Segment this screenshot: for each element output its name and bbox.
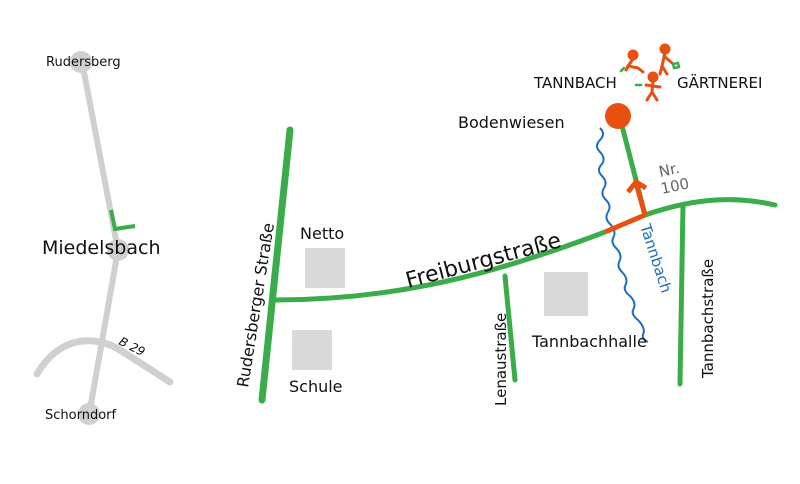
street-tannbachstrasse [677,202,686,387]
label-freiburgstrasse: Freiburgstraße [403,228,564,294]
gardeners-logo-icon [619,43,681,102]
house-number-prefix: Nr. [657,159,681,181]
route-arrow-icon [626,178,648,216]
label-tannbachstrasse: Tannbachstraße [699,259,717,379]
street-marker-icon [109,209,136,232]
building-tannbachhalle [544,272,588,316]
route-segment [604,212,646,235]
town-marker-schorndorf [78,403,100,425]
street-rudersberger [258,126,294,404]
destination-marker [605,103,631,129]
creek-tannbach [596,127,649,343]
street-freiburg-east [642,197,778,218]
place-miedelsbach: Miedelsbach [42,237,160,259]
road-b29 [33,337,174,386]
town-marker-rudersberg [70,51,92,73]
town-marker-miedelsbach [107,239,129,261]
label-lenaustrasse: Lenaustraße [492,313,510,406]
place-rudersberg: Rudersberg [46,55,121,70]
business-name-right: GÄRTNEREI [677,73,762,92]
overview-map: Rudersberg Miedelsbach Schorndorf B 29 [33,51,174,425]
label-tannbach-creek: Tannbach [636,221,675,295]
building-netto [305,248,345,288]
label-tannbachhalle: Tannbachhalle [531,332,647,351]
label-netto: Netto [300,224,344,243]
building-schule [292,330,332,370]
street-lenau [502,273,518,383]
detail-map: Rudersberger Straße Freiburgstraße Lenau… [233,43,778,406]
house-number: 100 [659,174,691,198]
label-schule: Schule [289,377,343,396]
label-bodenwiesen: Bodenwiesen [458,113,565,132]
place-schorndorf: Schorndorf [45,408,116,423]
street-freiburg-west [274,229,606,303]
road-miedelsbach-schorndorf [86,249,121,416]
business-name-left: TANNBACH [533,74,617,92]
